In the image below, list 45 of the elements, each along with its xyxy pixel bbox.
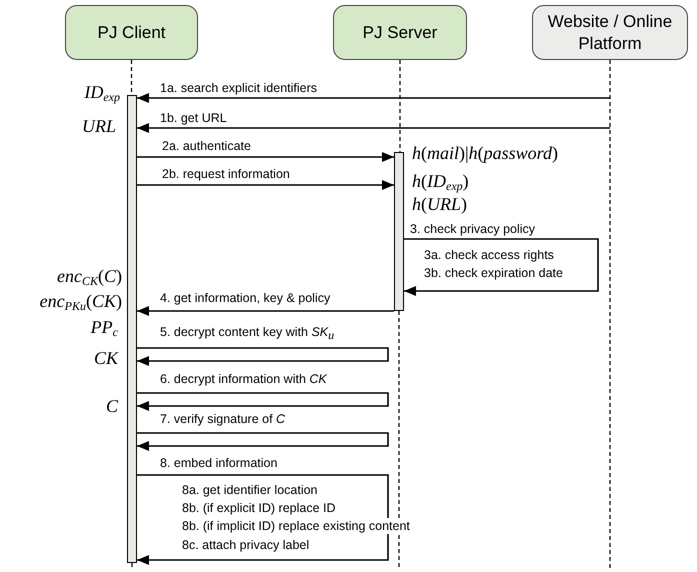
edge-label: 3. check privacy policy <box>410 221 536 237</box>
arrow <box>137 392 389 411</box>
edge-label: 2b. request information <box>162 166 290 182</box>
lifeline <box>130 60 132 95</box>
step-note: 3a. check access rights <box>424 247 554 263</box>
lifeline <box>131 563 133 570</box>
lifeline <box>398 311 400 570</box>
edge-label: 1b. get URL <box>160 110 227 126</box>
lifeline <box>399 60 401 152</box>
participant-box: PJ Client <box>65 5 198 60</box>
edge-label: 4. get information, key & policy <box>160 290 330 306</box>
arrow <box>137 432 389 451</box>
edge-label: 7. verify signature of C <box>160 411 286 427</box>
arrow <box>137 180 394 190</box>
math-annotation: h(mail)|h(password) <box>412 142 558 164</box>
edge-label: 2a. authenticate <box>162 138 251 154</box>
arrow <box>137 152 394 162</box>
edge-label: 6. decrypt information with CK <box>160 371 327 387</box>
step-note: 8b. (if explicit ID) replace ID <box>182 500 336 516</box>
arrow <box>137 306 394 316</box>
arrow <box>137 474 389 565</box>
activation-bar <box>394 152 404 311</box>
arrow <box>404 238 599 296</box>
step-note: 3b. check expiration date <box>424 265 563 281</box>
math-annotation: CK <box>94 347 118 369</box>
edge-label: 1a. search explicit identifiers <box>160 80 318 96</box>
math-annotation: ID$_{exp}$ <box>84 81 120 103</box>
edge-label: 8. embed information <box>160 455 278 471</box>
activation-bar <box>127 95 137 563</box>
step-note: 8a. get identifier location <box>182 482 318 498</box>
lifeline <box>609 60 611 570</box>
math-annotation: PP$_{c}$ <box>90 316 118 338</box>
arrow <box>137 93 610 103</box>
math-annotation: URL <box>82 115 116 137</box>
math-annotation: enc$_{CK}$(C) <box>56 265 122 287</box>
step-note: 8c. attach privacy label <box>182 537 310 553</box>
step-note: 8b. (if implicit ID) replace existing content <box>182 518 410 534</box>
math-annotation: h(URL) <box>412 193 468 215</box>
math-annotation: h(ID$_{exp}$) <box>412 170 469 192</box>
participant-box: Website / Online Platform <box>532 5 688 60</box>
math-annotation: C <box>106 395 118 417</box>
participant-box: PJ Server <box>333 5 467 60</box>
math-annotation: enc$_{PKu}$(CK) <box>40 290 122 312</box>
arrow <box>137 123 610 133</box>
arrow <box>137 347 389 366</box>
